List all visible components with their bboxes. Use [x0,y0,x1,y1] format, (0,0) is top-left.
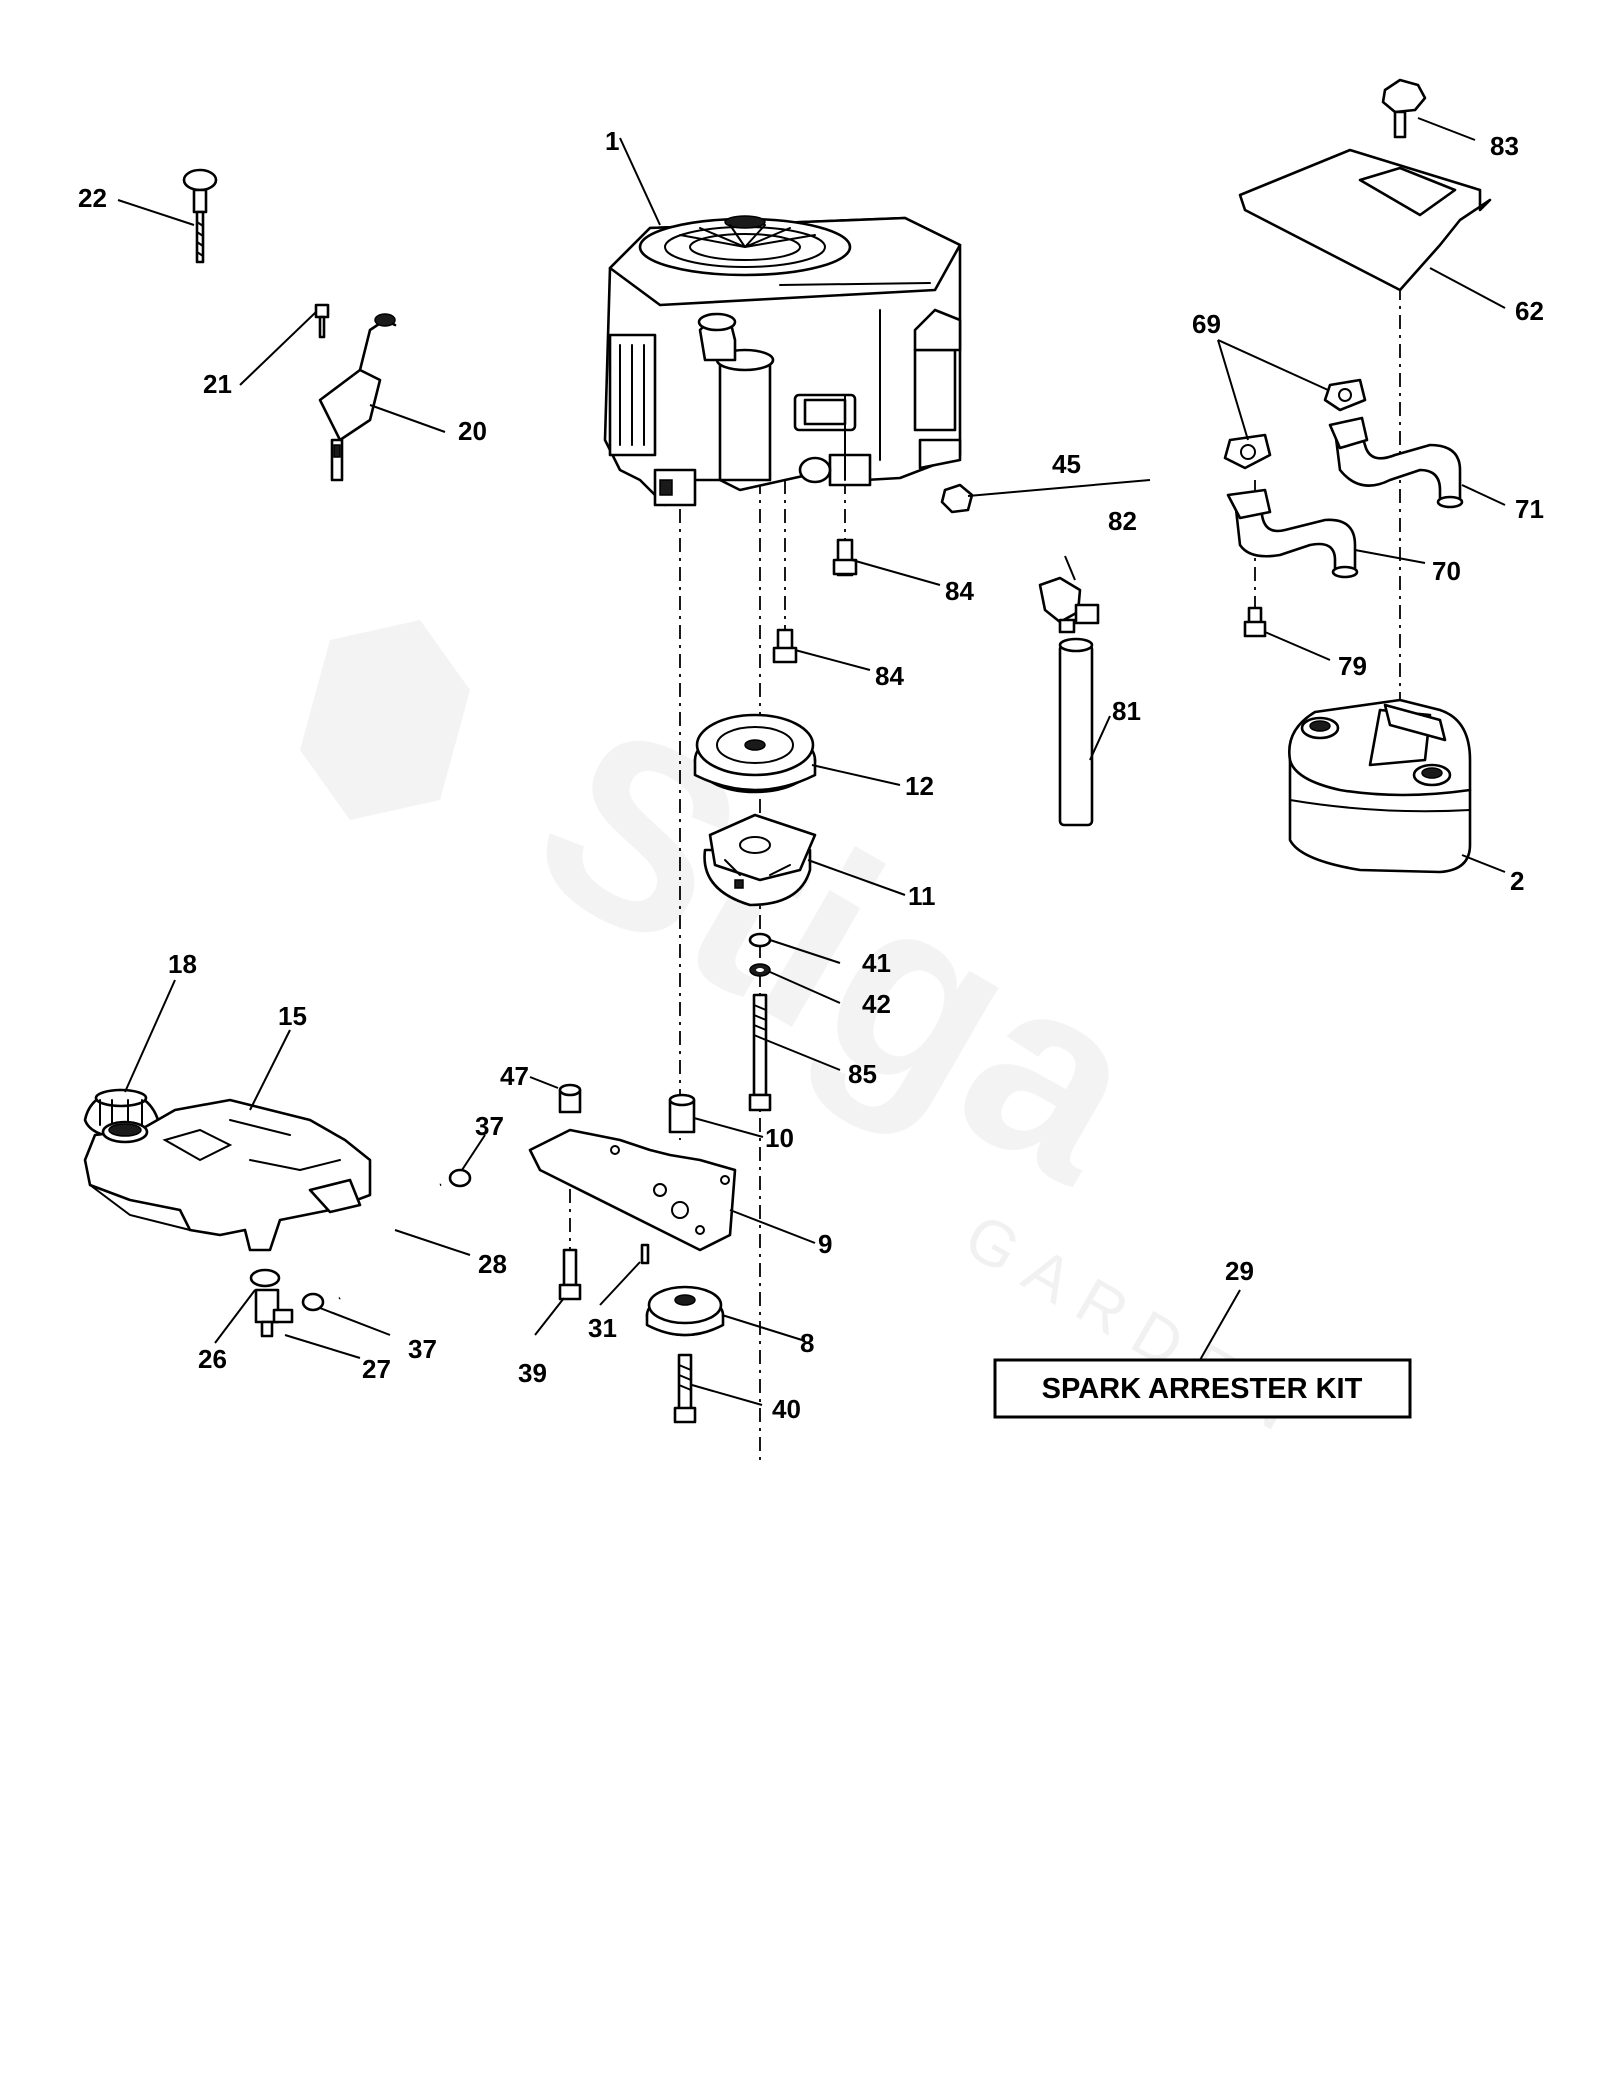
part-31-bolt [640,1243,650,1265]
callout-62: 62 [1515,296,1544,326]
part-83-knob [1381,78,1427,139]
part-62-heat-shield [1238,148,1492,292]
callout-37-upper: 37 [475,1111,504,1141]
callout-26: 26 [198,1344,227,1374]
callout-83: 83 [1490,131,1519,161]
part-47-bushing [558,1083,582,1114]
part-40-bolt [673,1353,697,1424]
callout-37-lower: 37 [408,1334,437,1364]
part-37-clamp-b [301,1292,325,1312]
callout-28: 28 [478,1249,507,1279]
callout-27: 27 [362,1354,391,1384]
part-84-bolt-a [832,538,858,577]
watermark-logo-icon [300,620,470,820]
part-79-bolt [1243,606,1267,638]
callout-39: 39 [518,1358,547,1388]
callout-1: 1 [605,126,619,156]
callout-47: 47 [500,1061,529,1091]
callout-69: 69 [1192,309,1221,339]
part-39-bolt [558,1248,582,1301]
part-20-throttle-control [318,313,397,482]
part-9-bracket [528,1128,737,1252]
part-15-fuel-tank [83,1098,372,1252]
callout-81: 81 [1112,696,1141,726]
part-84-bolt-b [772,628,798,664]
callout-84-upper: 84 [945,576,974,606]
callout-15: 15 [278,1001,307,1031]
callout-42: 42 [862,989,891,1019]
callout-20: 20 [458,416,487,446]
part-81-tube [1058,637,1094,827]
callout-79: 79 [1338,651,1367,681]
part-26-grommet [249,1268,281,1288]
engine [603,215,962,507]
callout-31: 31 [588,1313,617,1343]
part-28-fuel-hose [338,1182,442,1301]
part-27-fuel-valve [254,1288,294,1338]
callout-82: 82 [1108,506,1137,536]
part-12-pulley [693,713,817,794]
callout-70: 70 [1432,556,1461,586]
part-37-clamp-a [448,1168,472,1188]
callout-40: 40 [772,1394,801,1424]
callout-45: 45 [1052,449,1081,479]
part-21-screw [314,303,330,339]
callout-12: 12 [905,771,934,801]
part-45-nut [940,483,974,514]
callout-10: 10 [765,1123,794,1153]
part-71-exhaust-pipe [1328,416,1464,509]
part-42-washer [749,963,771,977]
leader-lines [117,117,1506,1406]
part-11-clutch [703,813,817,907]
part-82-elbow-fitting [1038,576,1100,634]
part-85-bolt [748,993,772,1112]
callout-41: 41 [862,948,891,978]
part-69-gasket-a [1323,378,1367,412]
callout-84-lower: 84 [875,661,904,691]
callout-2: 2 [1510,866,1524,896]
callout-11: 11 [908,881,936,911]
callout-21: 21 [203,369,232,399]
spark-arrester-kit-box: SPARK ARRESTER KIT [993,1358,1412,1419]
callout-9: 9 [818,1229,832,1259]
part-8-idler-pulley [645,1285,725,1337]
callout-71: 71 [1515,494,1544,524]
part-41-washer [748,932,772,948]
part-22-knob [182,168,218,264]
callout-22: 22 [78,183,107,213]
callout-29: 29 [1225,1256,1254,1286]
callouts: 1 2 8 9 10 11 12 15 18 20 21 22 26 27 28… [78,126,1544,1424]
spark-arrester-kit-label: SPARK ARRESTER KIT [1042,1373,1363,1405]
part-69-gasket-b [1223,433,1272,470]
part-70-exhaust-pipe [1226,488,1359,579]
callout-8: 8 [800,1328,814,1358]
part-10-spacer [668,1093,696,1134]
part-2-muffler [1287,698,1472,874]
callout-18: 18 [168,949,197,979]
callout-85: 85 [848,1059,877,1089]
